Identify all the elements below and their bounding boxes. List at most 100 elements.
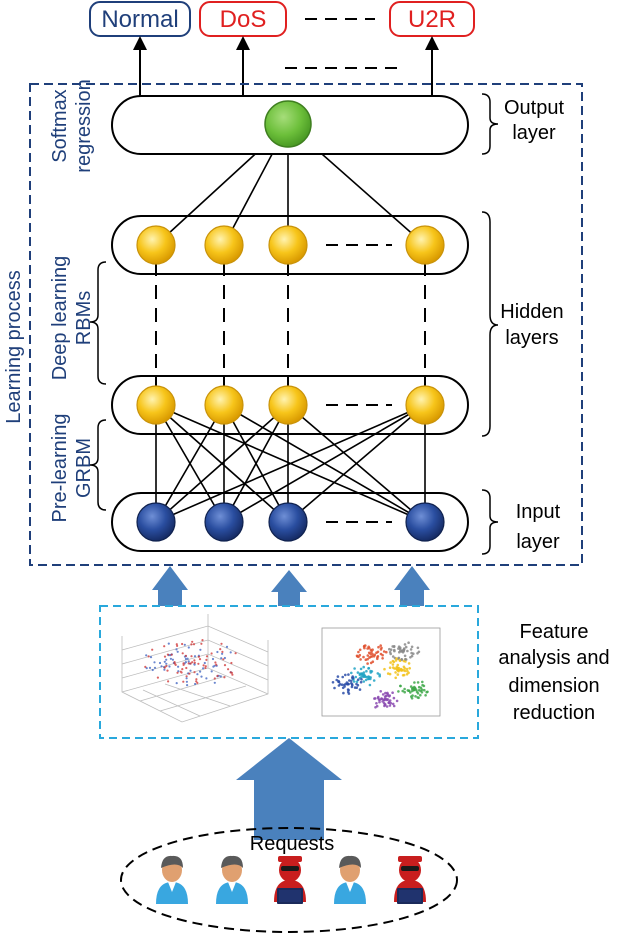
output-class-u2r: U2R	[389, 1, 475, 37]
cluster-point	[405, 667, 409, 671]
scatter-point	[165, 662, 168, 665]
scatter-point	[158, 661, 162, 665]
cluster-point	[377, 645, 380, 649]
u2r-label: U2R	[408, 6, 456, 33]
scatter-point	[189, 669, 192, 672]
cluster-point	[352, 680, 356, 683]
cluster-point	[391, 691, 394, 694]
cluster-point	[396, 663, 400, 667]
cluster-point	[407, 662, 411, 665]
scatter-point	[213, 677, 216, 680]
request-sources	[156, 855, 426, 904]
scatter-point	[160, 665, 163, 668]
cluster-point	[397, 666, 401, 670]
cluster-point	[400, 669, 403, 672]
scatter-point	[148, 666, 152, 670]
cluster-point	[407, 689, 411, 693]
scatter-point	[234, 652, 237, 655]
hidden-layer-bottom	[111, 375, 469, 435]
cluster-point	[416, 681, 420, 684]
cluster-point	[346, 682, 349, 686]
scatter-point	[222, 658, 225, 661]
cluster-point	[353, 667, 356, 670]
cluster-point	[402, 673, 406, 677]
cluster-point	[342, 691, 345, 695]
scatter-point	[186, 684, 189, 687]
scatter-point	[176, 671, 179, 674]
cluster-point	[392, 704, 396, 708]
input-node	[405, 502, 445, 542]
user-icon	[156, 855, 188, 904]
scatter-point	[197, 655, 200, 658]
scatter-point	[230, 661, 233, 665]
scatter-point	[187, 662, 190, 665]
scatter-point	[153, 661, 156, 664]
feature-analysis-frame	[99, 605, 479, 739]
cluster-point	[378, 700, 381, 704]
cluster-point	[385, 705, 389, 708]
deep-learning-label: Deep learning	[49, 256, 71, 381]
scatter-point	[214, 661, 217, 664]
hidden-node	[204, 225, 244, 265]
scatter-point	[165, 665, 168, 668]
cluster-point	[372, 679, 376, 682]
cluster-point	[365, 669, 368, 673]
cluster-point	[364, 644, 367, 647]
cluster-point	[359, 667, 363, 671]
scatter-point	[203, 661, 206, 665]
hidden-node	[204, 385, 244, 425]
scatter-point	[195, 680, 198, 683]
cluster-point	[409, 648, 413, 651]
cluster-point	[356, 655, 359, 658]
hidden-layer-top	[111, 215, 469, 275]
hacker-icon	[274, 856, 306, 904]
scatter-point	[182, 680, 185, 683]
scatter-point	[167, 642, 170, 645]
scatter-point	[213, 681, 216, 684]
normal-label: Normal	[101, 6, 178, 33]
cluster-point	[341, 675, 345, 679]
scatter-point	[189, 662, 192, 665]
cluster-point	[388, 699, 392, 702]
cluster-point	[403, 690, 407, 694]
cluster-point	[366, 662, 369, 665]
scatter-point	[223, 664, 227, 667]
feature-arrow	[271, 570, 307, 606]
scatter-point	[216, 650, 219, 654]
cluster-point	[381, 693, 385, 696]
scatter-point	[177, 665, 180, 668]
cluster-point	[424, 694, 427, 697]
scatter-point	[204, 665, 207, 668]
cluster-point	[389, 701, 393, 705]
cluster-point	[371, 652, 374, 656]
cluster-point	[383, 698, 387, 701]
scatter-point	[219, 648, 222, 651]
cluster-point	[362, 671, 366, 674]
scatter-point	[163, 655, 167, 658]
scatter-point	[220, 642, 223, 645]
scatter-point	[227, 668, 230, 671]
scatter-point	[221, 650, 224, 654]
scatter-point	[144, 665, 147, 669]
cluster-point	[360, 678, 363, 681]
cluster-point	[404, 645, 408, 649]
cluster-point	[396, 668, 400, 672]
scatter-point	[229, 651, 232, 654]
cluster-point	[335, 678, 339, 682]
cluster-point	[401, 649, 404, 653]
scatter-point	[151, 648, 154, 651]
pre-learning-brace	[89, 419, 107, 511]
cluster-point	[414, 688, 418, 692]
cluster-point	[362, 665, 366, 669]
cluster-point	[412, 652, 415, 655]
scatter-point	[193, 655, 197, 658]
cluster-point	[392, 645, 396, 648]
scatter-point	[191, 661, 194, 664]
scatter-point	[187, 646, 190, 649]
cluster-point	[351, 676, 355, 680]
requests-arrow	[236, 738, 342, 840]
scatter-point	[220, 657, 223, 660]
cluster-point	[410, 697, 414, 700]
scatter-point	[183, 643, 186, 646]
